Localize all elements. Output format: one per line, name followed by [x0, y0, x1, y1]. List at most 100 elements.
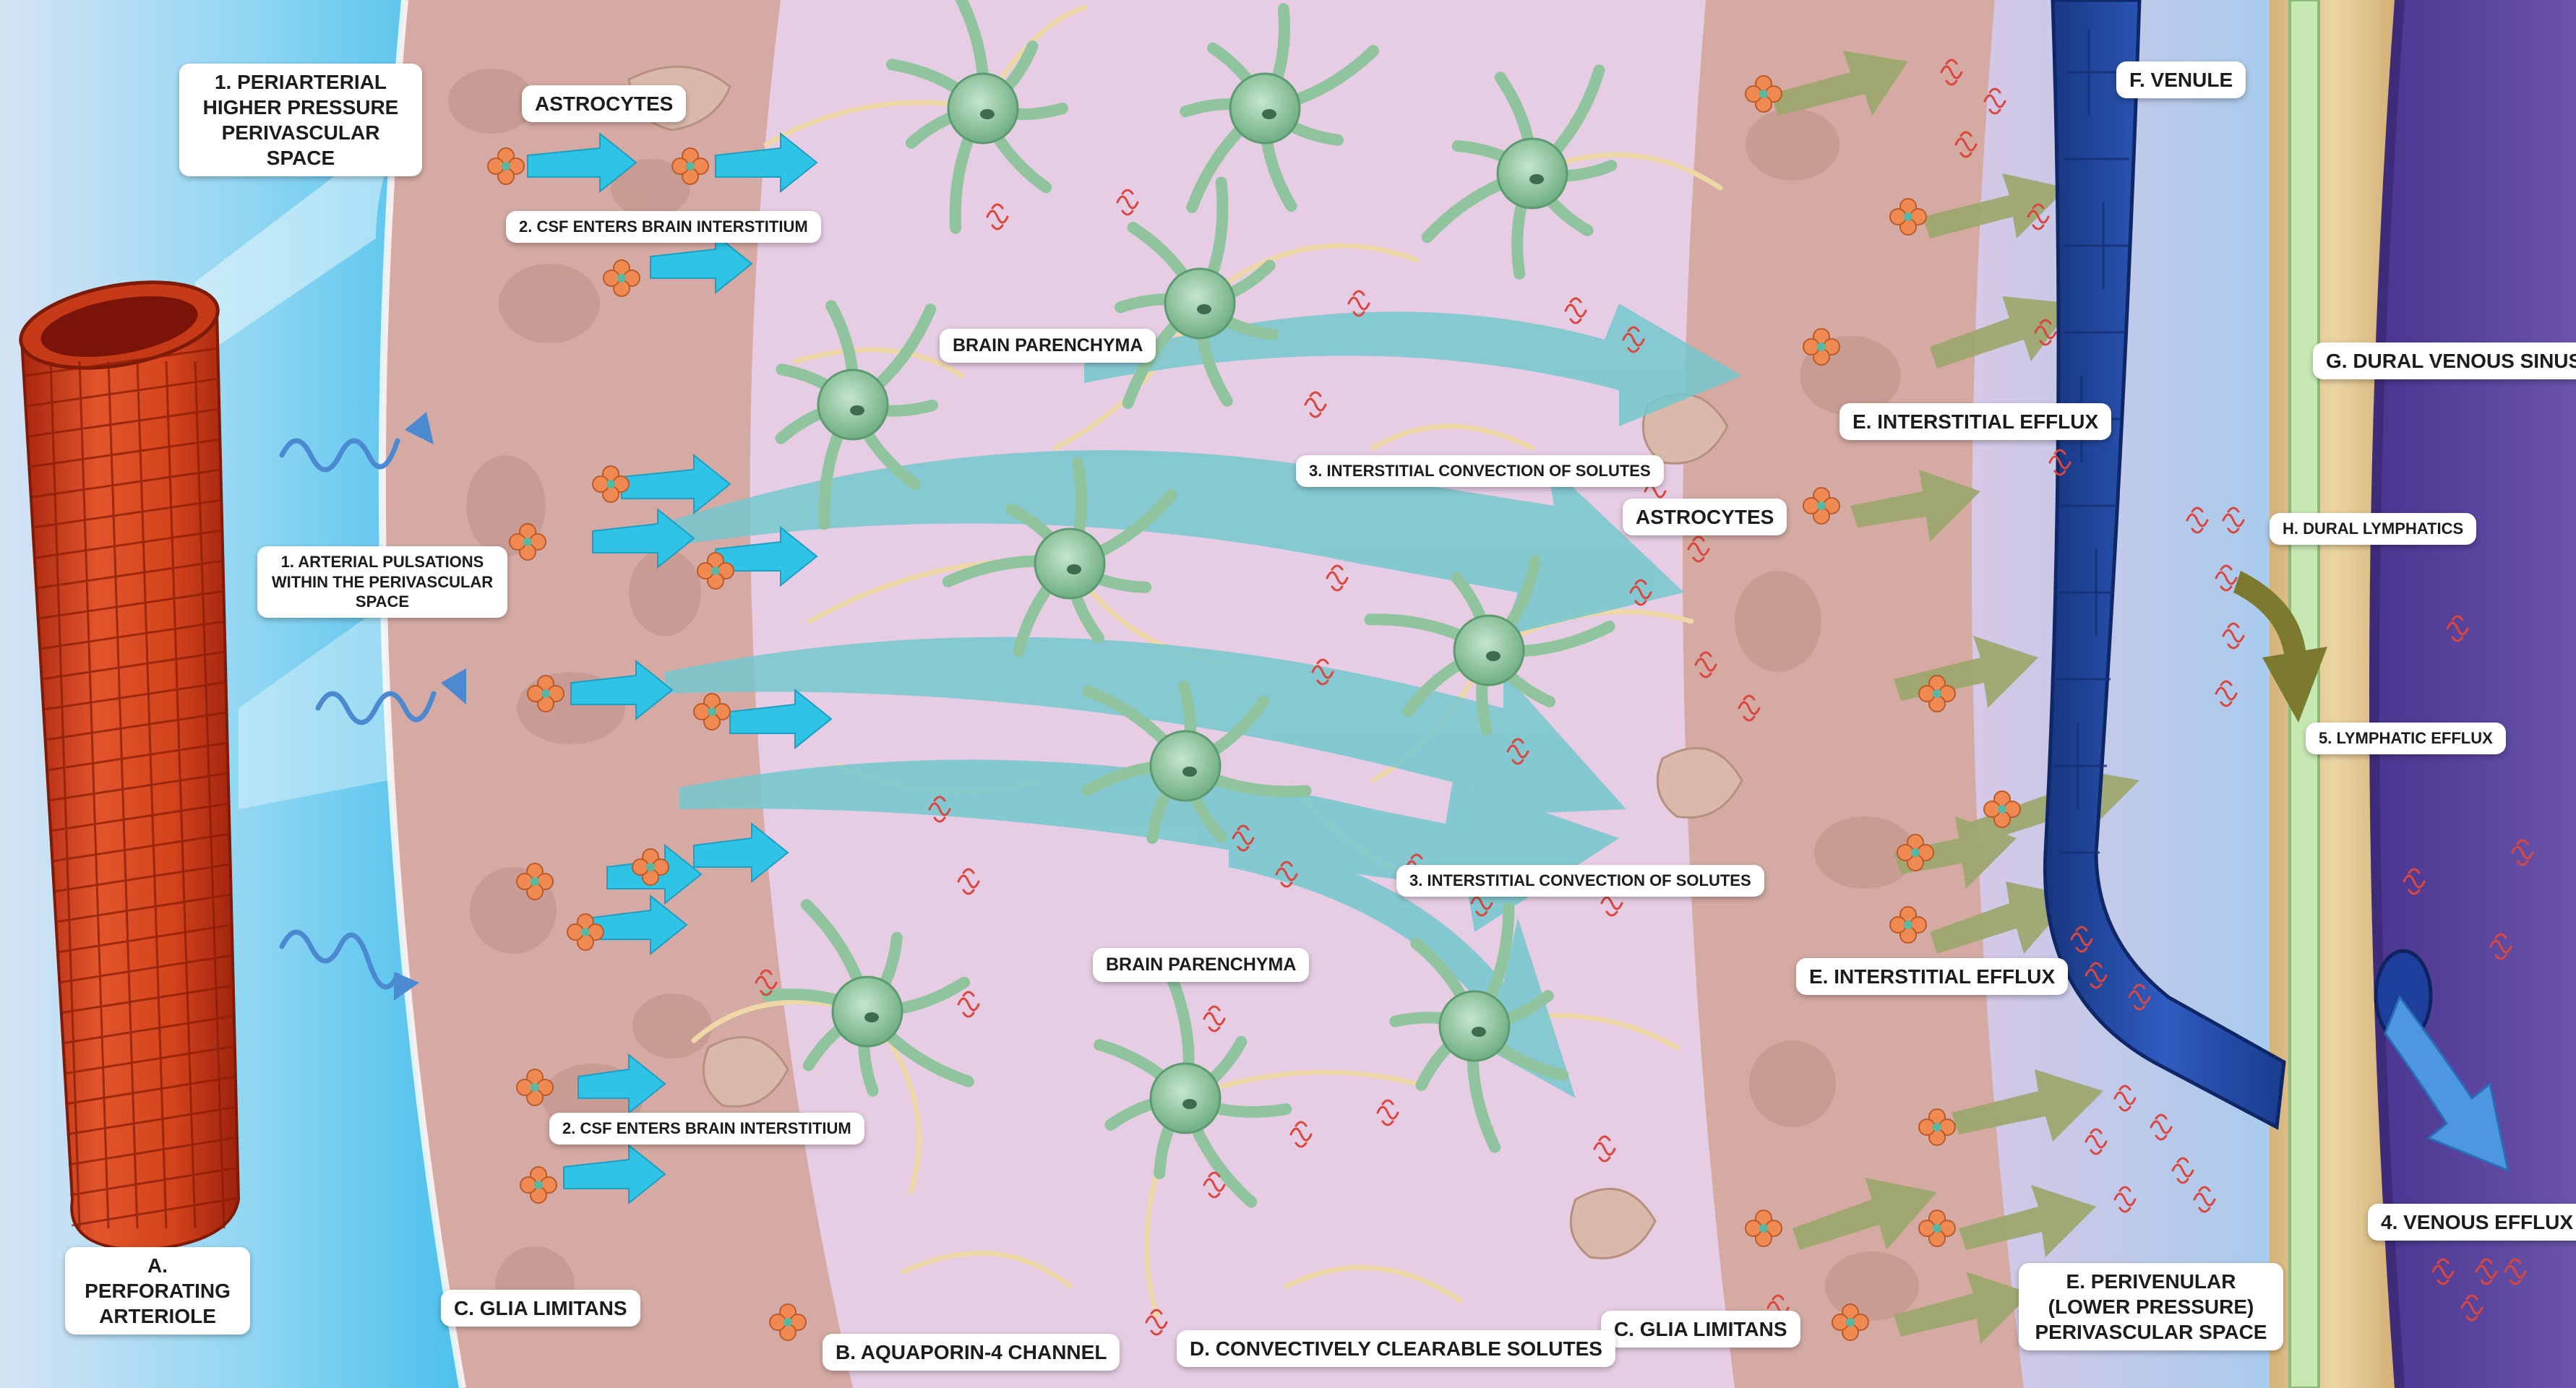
- aquaporin-cluster: [1889, 906, 1927, 944]
- solute: [1940, 59, 1963, 86]
- solute: [2431, 1258, 2455, 1285]
- solute: [1687, 535, 1710, 563]
- solute: [1954, 131, 1978, 158]
- solute: [2215, 564, 2238, 592]
- solute: [1145, 1309, 1168, 1336]
- solute: [2222, 622, 2245, 650]
- solute: [1622, 326, 1645, 353]
- label-venous-efflux: 4. VENOUS EFFLUX: [2368, 1204, 2576, 1241]
- perforating-arteriole: [19, 280, 241, 1252]
- label-convection-bottom: 3. INTERSTITIAL CONVECTION OF SOLUTES: [1396, 865, 1764, 897]
- label-csf-enters-top: 2. CSF ENTERS BRAIN INTERSTITIUM: [506, 211, 821, 243]
- lymphatic-efflux-arrow: [2233, 571, 2327, 723]
- label-venule: F. VENULE: [2116, 61, 2246, 98]
- solute: [755, 969, 778, 996]
- aquaporin-cluster: [527, 675, 564, 712]
- label-brain-parenchyma-bottom: BRAIN PARENCHYMA: [1093, 948, 1310, 983]
- solute: [2446, 615, 2469, 642]
- solute: [1311, 658, 1334, 686]
- solute: [1376, 1099, 1399, 1126]
- label-glia-limitans-left: C. GLIA LIMITANS: [441, 1290, 640, 1327]
- aquaporin-cluster: [671, 147, 709, 185]
- csf-influx-arrows: [527, 132, 833, 1205]
- solute: [2171, 1157, 2194, 1184]
- solute: [1289, 1121, 1313, 1148]
- astrocyte: [1094, 970, 1292, 1208]
- solute: [1738, 694, 1761, 722]
- solute: [1203, 1171, 1226, 1199]
- aquaporin-cluster: [567, 913, 604, 951]
- aquaporin-channels: [487, 75, 2021, 1341]
- solute: [1232, 824, 1255, 852]
- astrocyte: [1364, 554, 1615, 736]
- astrocyte: [942, 457, 1177, 658]
- solute: [1506, 738, 1529, 765]
- aquaporin-cluster: [592, 465, 630, 503]
- solute: [2511, 839, 2534, 866]
- astrocyte: [761, 899, 974, 1097]
- aquaporin-cluster: [693, 693, 731, 730]
- aquaporin-cluster: [1918, 675, 1956, 712]
- interstitial-efflux-arrows: [1771, 51, 2139, 1344]
- label-clearable-solutes: D. CONVECTIVELY CLEARABLE SOLUTES: [1177, 1330, 1615, 1367]
- solute: [2193, 1186, 2216, 1213]
- solute: [1203, 1005, 1226, 1033]
- solute: [2128, 983, 2151, 1011]
- aquaporin-cluster: [516, 863, 554, 900]
- astrocyte: [885, 0, 1068, 234]
- solute: [957, 868, 980, 895]
- label-interstitial-efflux-top: E. INTERSTITIAL EFFLUX: [1839, 403, 2112, 440]
- solute: [957, 991, 980, 1018]
- solute: [2113, 1085, 2137, 1112]
- solute: [1694, 651, 1717, 678]
- solute: [1275, 861, 1298, 888]
- solute: [1304, 391, 1327, 418]
- solute: [1326, 564, 1349, 592]
- solute: [1983, 87, 2006, 115]
- solute: [1116, 189, 1139, 216]
- label-astrocytes-mid: ASTROCYTES: [1623, 499, 1787, 535]
- aquaporin-cluster: [516, 1069, 554, 1106]
- label-lymphatic-efflux: 5. LYMPHATIC EFFLUX: [2306, 723, 2506, 754]
- solute: [2027, 203, 2050, 230]
- astrocyte: [1389, 902, 1569, 1153]
- label-astrocytes-top: ASTROCYTES: [522, 85, 687, 122]
- aquaporin-cluster: [632, 848, 669, 886]
- solute: [2222, 507, 2245, 534]
- solute: [986, 203, 1009, 230]
- solute: [1629, 579, 1652, 606]
- aquaporin-cluster: [1918, 1210, 1956, 1247]
- solute: [2150, 1113, 2173, 1141]
- solute: [2460, 1294, 2483, 1322]
- label-aquaporin-channel: B. AQUAPORIN-4 CHANNEL: [823, 1334, 1120, 1371]
- aquaporin-cluster: [509, 523, 546, 561]
- solute: [2186, 507, 2209, 534]
- aquaporin-cluster: [697, 552, 734, 590]
- solute: [1564, 297, 1587, 324]
- solute: [1347, 290, 1370, 317]
- astrocyte: [1115, 176, 1279, 409]
- solute: [2085, 962, 2108, 989]
- aquaporin-cluster: [1832, 1303, 1869, 1341]
- solute: [1593, 1135, 1616, 1163]
- solute: [2215, 680, 2238, 707]
- label-csf-enters-bottom: 2. CSF ENTERS BRAIN INTERSTITIUM: [549, 1113, 864, 1145]
- aquaporin-cluster: [1889, 198, 1927, 236]
- solute: [2475, 1258, 2498, 1285]
- label-perforating-arteriole: A. PERFORATING ARTERIOLE: [65, 1247, 250, 1335]
- solute: [2504, 1258, 2527, 1285]
- aquaporin-cluster: [1918, 1108, 1956, 1146]
- astrocyte-cells: [761, 0, 1618, 1208]
- solute: [2048, 449, 2071, 476]
- solute: [2403, 868, 2426, 895]
- astrocyte: [1081, 681, 1312, 845]
- label-glia-limitans-right: C. GLIA LIMITANS: [1601, 1311, 1800, 1348]
- aquaporin-cluster: [520, 1166, 557, 1204]
- dural-venous-sinus: [2374, 0, 2576, 1388]
- label-interstitial-efflux-bottom: E. INTERSTITIAL EFFLUX: [1796, 958, 2069, 995]
- aquaporin-cluster: [769, 1303, 807, 1341]
- aquaporin-cluster: [1803, 487, 1840, 525]
- solute: [2070, 926, 2093, 953]
- solute: [2085, 1128, 2108, 1155]
